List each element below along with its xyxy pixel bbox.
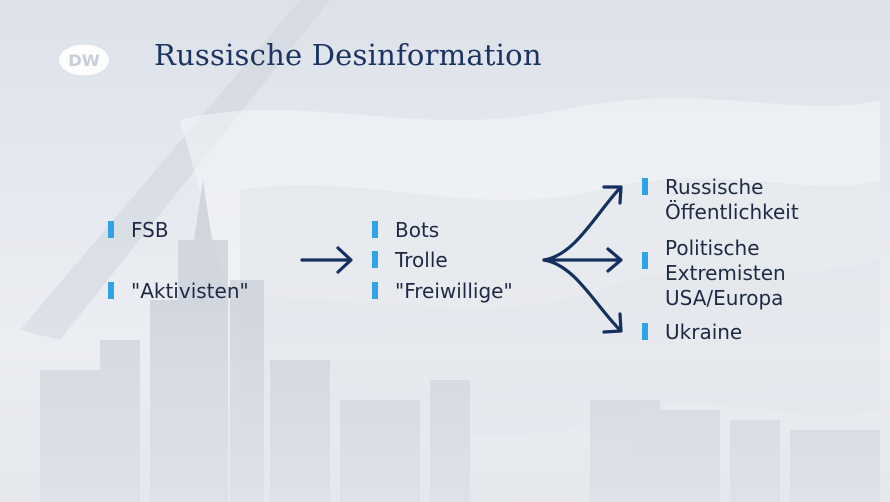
list-item-source-1: FSB xyxy=(108,218,169,243)
bullet-marker xyxy=(642,178,648,195)
bullet-marker xyxy=(372,282,378,299)
bullet-marker xyxy=(642,252,648,269)
item-label: "Aktivisten" xyxy=(131,279,249,303)
item-line: Russische xyxy=(665,175,764,199)
item-label: Politische Extremisten USA/Europa xyxy=(665,236,786,311)
dw-logo-text: DW xyxy=(68,51,100,70)
branch-arrow-icon xyxy=(542,185,623,334)
item-label: FSB xyxy=(131,218,169,242)
bullet-marker xyxy=(108,221,114,238)
item-line: Öffentlichkeit xyxy=(665,200,799,224)
list-item-source-2: "Aktivisten" xyxy=(108,279,249,304)
item-label: "Freiwillige" xyxy=(395,279,513,303)
bullet-marker xyxy=(372,251,378,268)
bullet-marker xyxy=(108,282,114,299)
bullet-marker xyxy=(372,221,378,238)
list-item-target-3: Ukraine xyxy=(642,320,742,345)
item-line: Extremisten xyxy=(665,261,786,285)
bullet-marker xyxy=(642,323,648,340)
arrow-right-icon xyxy=(300,246,353,274)
item-label: Ukraine xyxy=(665,320,743,344)
list-item-target-2: Politische Extremisten USA/Europa xyxy=(642,236,786,311)
list-item-channel-1: Bots xyxy=(372,218,439,243)
list-item-target-1: Russische Öffentlichkeit xyxy=(642,175,799,225)
item-label: Trolle xyxy=(395,248,448,272)
list-item-channel-3: "Freiwillige" xyxy=(372,279,513,304)
item-line: USA/Europa xyxy=(665,286,784,310)
item-line: Politische xyxy=(665,236,760,260)
item-label: Russische Öffentlichkeit xyxy=(665,175,799,225)
item-label: Bots xyxy=(395,218,440,242)
list-item-channel-2: Trolle xyxy=(372,248,448,273)
page-title: Russische Desinformation xyxy=(154,38,542,72)
dw-logo: DW xyxy=(58,43,110,77)
